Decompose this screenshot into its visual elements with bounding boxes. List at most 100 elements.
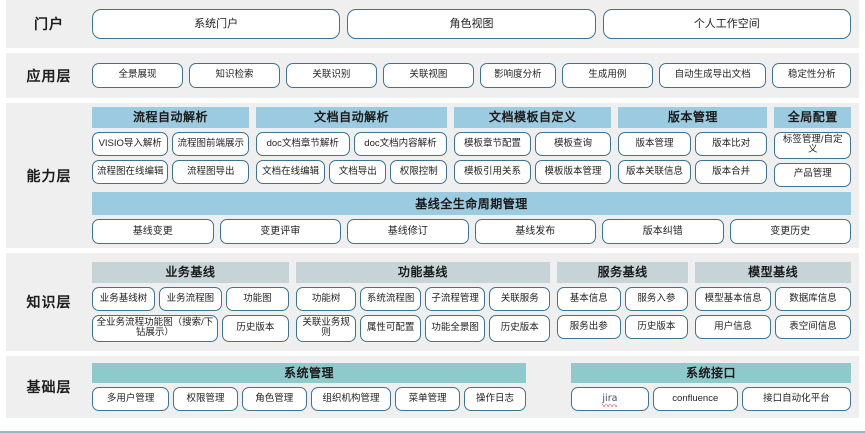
lifecycle-item-baseline-revision[interactable]: 基线修订 bbox=[347, 218, 469, 244]
knowledge-item-related-service[interactable]: 关联服务 bbox=[489, 286, 550, 311]
knowledge-row: 服务出参 历史版本 bbox=[557, 314, 689, 339]
capability-item-doc-export[interactable]: 文档导出 bbox=[329, 159, 387, 184]
lifecycle-band-title: 基线全生命周期管理 bbox=[92, 191, 851, 215]
knowledge-group-title-3: 模型基线 bbox=[695, 262, 851, 283]
capability-item-permission-control[interactable]: 权限控制 bbox=[390, 159, 448, 184]
layer-label-base: 基础层 bbox=[26, 379, 72, 395]
base-item-org-structure-mgmt[interactable]: 组织机构管理 bbox=[310, 387, 392, 412]
capability-groups: 流程自动解析 VISIO导入解析 流程图前端展示 流程图在线编辑 流程图导出 文… bbox=[92, 107, 852, 187]
knowledge-item-model-basic-info[interactable]: 模型基本信息 bbox=[695, 286, 772, 311]
capability-item-template-reference[interactable]: 模板引用关系 bbox=[454, 159, 531, 184]
capability-group-global-config: 全局配置 标签管理/自定义 产品管理 bbox=[774, 107, 852, 187]
capability-item-visio-import[interactable]: VISIO导入解析 bbox=[92, 131, 169, 156]
capability-item-flow-frontend-display[interactable]: 流程图前端展示 bbox=[172, 131, 249, 156]
knowledge-item-service-output-param[interactable]: 服务出参 bbox=[557, 314, 621, 339]
knowledge-item-tablespace-info[interactable]: 表空间信息 bbox=[775, 314, 852, 339]
app-item-2[interactable]: 关联识别 bbox=[285, 63, 377, 88]
lifecycle-item-baseline-change[interactable]: 基线变更 bbox=[92, 218, 214, 244]
capability-item-template-query[interactable]: 模板查询 bbox=[534, 131, 612, 156]
base-group-system-mgmt: 系统管理 多用户管理 权限管理 角色管理 组织机构管理 菜单管理 操作日志 bbox=[92, 362, 526, 412]
portal-item-0[interactable]: 系统门户 bbox=[92, 9, 341, 39]
app-item-0[interactable]: 全景展现 bbox=[92, 63, 183, 88]
capability-item-tag-mgmt-custom[interactable]: 标签管理/自定义 bbox=[774, 131, 852, 159]
layer-body-base: 系统管理 多用户管理 权限管理 角色管理 组织机构管理 菜单管理 操作日志 系统… bbox=[92, 362, 851, 412]
base-group-title-0: 系统管理 bbox=[92, 362, 526, 384]
knowledge-group-title-2: 服务基线 bbox=[557, 262, 689, 283]
knowledge-item-function-chart[interactable]: 功能图 bbox=[225, 286, 289, 311]
capability-group-version: 版本管理 版本管理 版本比对 版本关联信息 版本合并 bbox=[618, 107, 768, 184]
base-item-confluence[interactable]: confluence bbox=[652, 387, 738, 412]
base-item-role-mgmt[interactable]: 角色管理 bbox=[241, 387, 307, 412]
base-item-menu-mgmt[interactable]: 菜单管理 bbox=[395, 387, 461, 412]
knowledge-group-business: 业务基线 业务基线树 业务流程图 功能图 全业务流程功能图（搜索/下钻展示） 历… bbox=[92, 262, 289, 342]
knowledge-item-function-history-version[interactable]: 历史版本 bbox=[489, 314, 550, 342]
capability-row: 版本关联信息 版本合并 bbox=[618, 159, 768, 184]
capability-row: 流程图在线编辑 流程图导出 bbox=[92, 159, 249, 184]
lifecycle-item-baseline-release[interactable]: 基线发布 bbox=[474, 218, 596, 244]
capability-row: 版本管理 版本比对 bbox=[618, 131, 768, 156]
app-item-6[interactable]: 自动生成导出文档 bbox=[658, 63, 767, 88]
capability-item-version-compare[interactable]: 版本比对 bbox=[694, 131, 768, 156]
jira-label: jira bbox=[602, 392, 618, 408]
capability-lifecycle-band: 基线全生命周期管理 基线变更 变更评审 基线修订 基线发布 版本纠错 变更历史 bbox=[92, 191, 851, 244]
app-item-7[interactable]: 稳定性分析 bbox=[772, 63, 851, 88]
capability-item-version-mgmt[interactable]: 版本管理 bbox=[618, 131, 691, 156]
knowledge-item-attribute-configurable[interactable]: 属性可配置 bbox=[360, 314, 421, 342]
layer-body-application: 全景展现 知识检索 关联识别 关联视图 影响度分析 生成用例 自动生成导出文档 … bbox=[92, 63, 851, 88]
knowledge-item-subprocess-mgmt[interactable]: 子流程管理 bbox=[424, 286, 486, 311]
base-item-jira[interactable]: jira bbox=[571, 387, 649, 412]
layer-label-application: 应用层 bbox=[26, 67, 72, 84]
knowledge-item-service-history-version[interactable]: 历史版本 bbox=[624, 314, 689, 339]
knowledge-item-function-tree[interactable]: 功能树 bbox=[295, 286, 357, 311]
app-item-3[interactable]: 关联视图 bbox=[382, 63, 474, 88]
capability-item-product-mgmt[interactable]: 产品管理 bbox=[774, 162, 852, 187]
application-item-row: 全景展现 知识检索 关联识别 关联视图 影响度分析 生成用例 自动生成导出文档 … bbox=[92, 63, 851, 88]
portal-item-2[interactable]: 个人工作空间 bbox=[602, 9, 851, 39]
base-item-permission-mgmt[interactable]: 权限管理 bbox=[173, 387, 238, 412]
knowledge-item-user-info[interactable]: 用户信息 bbox=[695, 314, 772, 339]
lifecycle-item-change-history[interactable]: 变更历史 bbox=[729, 218, 851, 244]
knowledge-item-related-business-rule[interactable]: 关联业务规则 bbox=[295, 314, 357, 342]
knowledge-item-system-flow-chart[interactable]: 系统流程图 bbox=[360, 286, 421, 311]
base-group-system-interface: 系统接口 jira confluence 接口自动化平台 bbox=[571, 362, 851, 412]
base-item-interface-automation-platform[interactable]: 接口自动化平台 bbox=[741, 387, 851, 412]
knowledge-item-history-version[interactable]: 历史版本 bbox=[221, 314, 289, 342]
base-row: jira confluence 接口自动化平台 bbox=[571, 387, 851, 412]
capability-row: 标签管理/自定义 bbox=[774, 131, 852, 159]
knowledge-item-service-input-param[interactable]: 服务入参 bbox=[624, 286, 689, 311]
knowledge-group-function: 功能基线 功能树 系统流程图 子流程管理 关联服务 关联业务规则 属性可配置 功… bbox=[295, 262, 550, 342]
base-item-multi-user-mgmt[interactable]: 多用户管理 bbox=[92, 387, 170, 412]
layer-base: 基础层 系统管理 多用户管理 权限管理 角色管理 组织机构管理 菜单管理 操作日… bbox=[6, 356, 859, 418]
knowledge-row: 用户信息 表空间信息 bbox=[695, 314, 852, 339]
portal-item-1[interactable]: 角色视图 bbox=[347, 9, 596, 39]
knowledge-row: 业务基线树 业务流程图 功能图 bbox=[92, 286, 289, 311]
capability-item-doc-chapter-parse[interactable]: doc文档章节解析 bbox=[255, 131, 350, 156]
capability-row: 文档在线编辑 文档导出 权限控制 bbox=[255, 159, 448, 184]
knowledge-row: 全业务流程功能图（搜索/下钻展示） 历史版本 bbox=[92, 314, 289, 342]
capability-item-template-chapter-config[interactable]: 模板章节配置 bbox=[454, 131, 531, 156]
app-item-4[interactable]: 影响度分析 bbox=[479, 63, 556, 88]
knowledge-item-database-info[interactable]: 数据库信息 bbox=[775, 286, 852, 311]
capability-item-template-version-mgmt[interactable]: 模板版本管理 bbox=[534, 159, 612, 184]
capability-item-flow-online-edit[interactable]: 流程图在线编辑 bbox=[92, 159, 169, 184]
layer-label-portal: 门户 bbox=[34, 16, 64, 32]
layer-application: 应用层 全景展现 知识检索 关联识别 关联视图 影响度分析 生成用例 自动生成导… bbox=[6, 53, 859, 98]
capability-item-version-relation-info[interactable]: 版本关联信息 bbox=[618, 159, 691, 184]
lifecycle-item-change-review[interactable]: 变更评审 bbox=[219, 218, 341, 244]
app-item-5[interactable]: 生成用例 bbox=[561, 63, 653, 88]
base-item-operation-log[interactable]: 操作日志 bbox=[464, 387, 526, 412]
layer-body-portal: 系统门户 角色视图 个人工作空间 bbox=[92, 9, 851, 39]
capability-item-doc-content-parse[interactable]: doc文档内容解析 bbox=[353, 131, 448, 156]
lifecycle-item-version-correction[interactable]: 版本纠错 bbox=[602, 218, 724, 244]
knowledge-groups: 业务基线 业务基线树 业务流程图 功能图 全业务流程功能图（搜索/下钻展示） 历… bbox=[92, 262, 852, 342]
app-item-1[interactable]: 知识检索 bbox=[188, 63, 280, 88]
knowledge-item-full-business-flow-chart[interactable]: 全业务流程功能图（搜索/下钻展示） bbox=[92, 314, 218, 342]
knowledge-item-business-baseline-tree[interactable]: 业务基线树 bbox=[92, 286, 155, 311]
knowledge-item-function-panorama[interactable]: 功能全景图 bbox=[424, 314, 486, 342]
capability-item-version-merge[interactable]: 版本合并 bbox=[694, 159, 768, 184]
knowledge-item-business-flow-chart[interactable]: 业务流程图 bbox=[158, 286, 222, 311]
knowledge-item-service-basic-info[interactable]: 基本信息 bbox=[557, 286, 621, 311]
capability-item-doc-online-edit[interactable]: 文档在线编辑 bbox=[255, 159, 326, 184]
capability-item-flow-export[interactable]: 流程图导出 bbox=[172, 159, 249, 184]
